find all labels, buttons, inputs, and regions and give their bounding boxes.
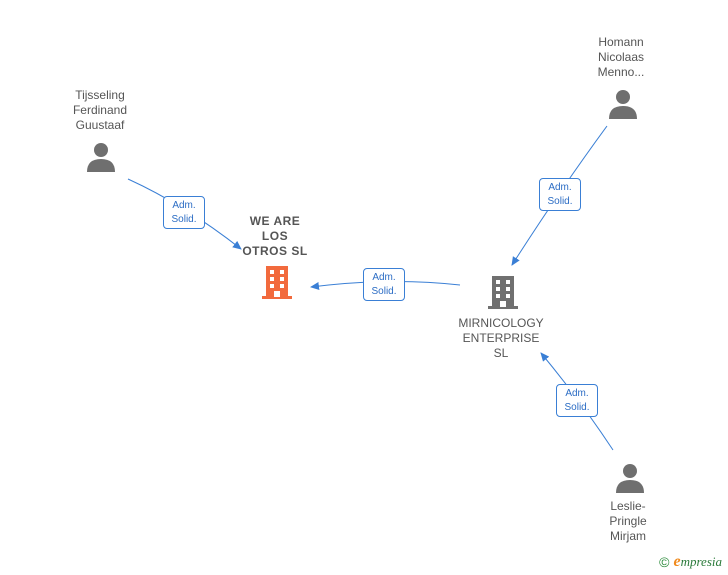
copyright-symbol: © [659,554,670,570]
edge-badge-line2: Solid. [564,401,590,413]
brand-logo-rest: mpresia [680,554,722,569]
person-icon[interactable] [86,142,116,172]
node-label-tijsseling: Tijsseling Ferdinand Guustaaf [72,88,128,132]
node-label-mirnicology: MIRNICOLOGY ENTERPRISE SL [458,316,544,360]
building-icon[interactable] [488,274,518,310]
edge-badge-leslie-mirnicology[interactable]: Adm. Solid. [556,384,598,417]
edge-badge-mirnicology-we-are[interactable]: Adm. Solid. [363,268,405,301]
edge-badge-homann-mirnicology[interactable]: Adm. Solid. [539,178,581,211]
person-icon[interactable] [608,89,638,119]
brand-logo-e: e [673,553,681,570]
edge-badge-tijsseling-we-are[interactable]: Adm. Solid. [163,196,205,229]
edge-badge-line1: Adm. [172,199,196,211]
node-label-leslie: Leslie- Pringle Mirjam [609,499,647,543]
edge-badge-line1: Adm. [565,387,589,399]
edge-badge-line1: Adm. [372,271,396,283]
edge-badge-line2: Solid. [171,213,197,225]
node-label-we-are: WE ARE LOS OTROS SL [242,214,308,258]
brand-logo[interactable]: empresia [673,553,722,571]
edge-badge-line1: Adm. [548,181,572,193]
edge-badge-line2: Solid. [547,195,573,207]
person-icon[interactable] [615,463,645,493]
footer-brand: © empresia [659,553,722,571]
building-icon[interactable] [262,264,292,300]
edge-badge-line2: Solid. [371,285,397,297]
node-label-homann: Homann Nicolaas Menno... [597,35,645,79]
